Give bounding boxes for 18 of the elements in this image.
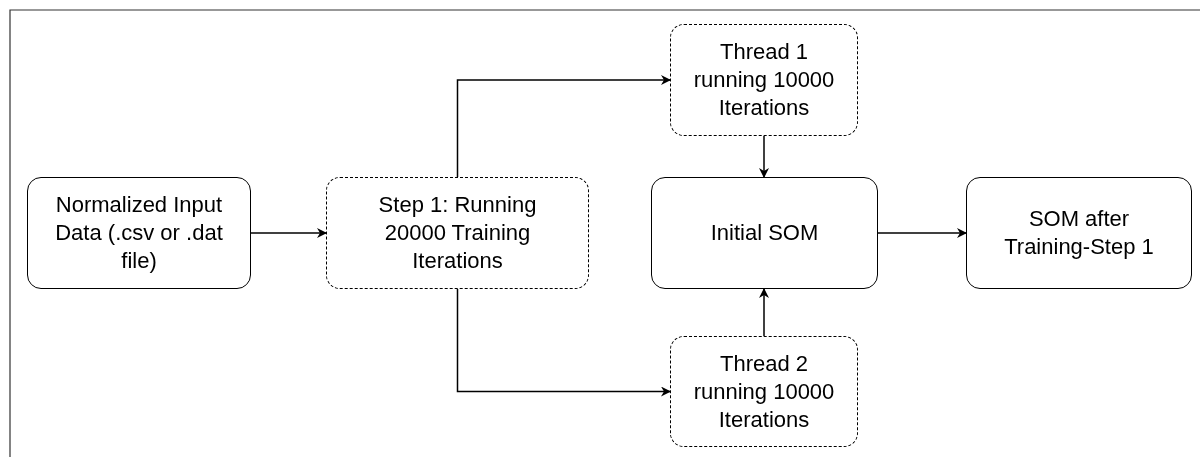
- node-label: Thread 1 running 10000 Iterations: [692, 38, 836, 122]
- process-box: [651, 177, 878, 289]
- arrow: [456, 288, 671, 397]
- node-label: SOM after Training-Step 1: [1003, 205, 1155, 261]
- node-label: Initial SOM: [709, 219, 820, 247]
- dashed-process-box: [326, 177, 589, 289]
- arrow: [250, 228, 327, 238]
- node-label: Step 1: Running 20000 Training Iterations: [377, 191, 538, 275]
- dashed-process-box: [670, 336, 858, 447]
- arrow: [759, 135, 769, 178]
- dashed-process-box: [670, 24, 858, 136]
- arrow: [456, 75, 671, 178]
- node-label: Normalized Input Data (.csv or .dat file): [54, 191, 224, 275]
- arrow: [877, 228, 967, 238]
- process-box: [27, 177, 251, 289]
- arrow: [759, 288, 769, 337]
- process-box: [966, 177, 1192, 289]
- node-label: Thread 2 running 10000 Iterations: [692, 349, 836, 434]
